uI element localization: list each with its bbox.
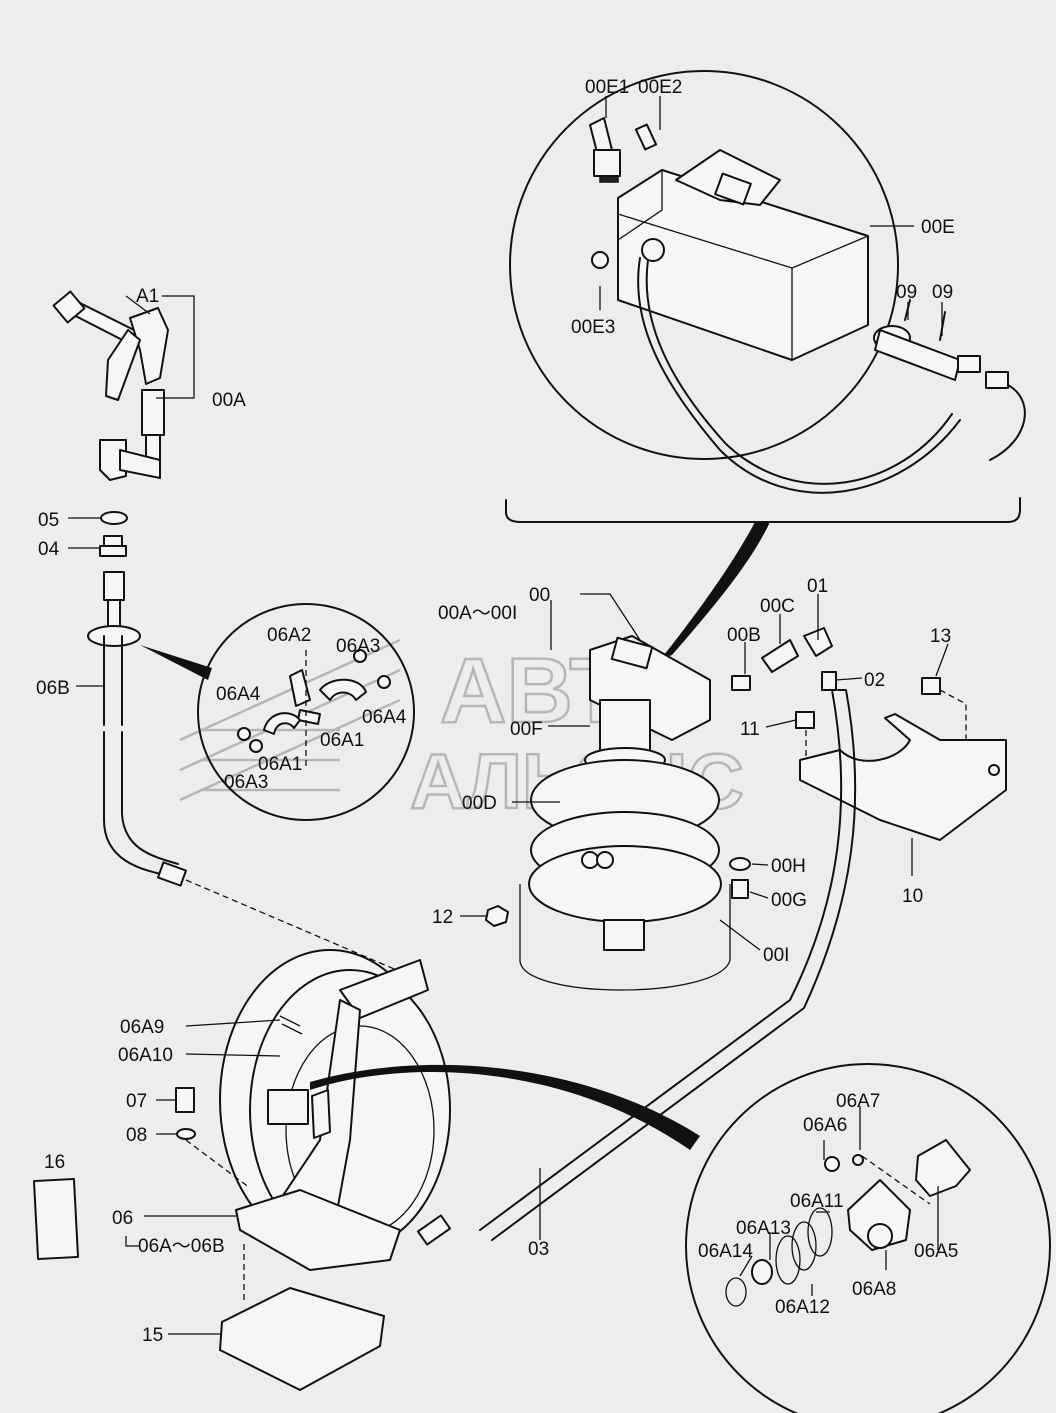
bolt-13-guide: [939, 689, 967, 752]
hose-03-upper: [479, 689, 843, 1231]
label-13: 13: [930, 626, 951, 647]
label-06A4-left: 06A4: [216, 684, 261, 705]
label-00: 00: [529, 585, 550, 606]
label-09-right: 09: [932, 282, 953, 303]
label-00D: 00D: [462, 793, 497, 814]
labels: 00E1 00E2 00E 00E3 09 09 A1 00A 05 04 06…: [36, 77, 958, 1346]
detail-circle-swivel: [310, 1063, 1051, 1413]
label-06A3-top: 06A3: [336, 636, 380, 657]
fitting-02: [821, 671, 837, 691]
sticker-16: [32, 1178, 80, 1260]
label-00I: 00I: [763, 945, 789, 966]
label-11: 11: [740, 719, 760, 740]
callout-pointer: [660, 522, 770, 660]
label-06A12: 06A12: [775, 1297, 830, 1318]
bolt-11: [795, 711, 815, 729]
bolt-13: [921, 677, 941, 695]
label-02: 02: [864, 670, 885, 691]
label-06A13: 06A13: [736, 1218, 791, 1239]
label-00E3: 00E3: [571, 317, 615, 338]
elbow-00C: [761, 639, 799, 673]
label-00C: 00C: [760, 596, 795, 617]
washer-08: [176, 1128, 196, 1140]
bolt-00G: [731, 879, 749, 899]
label-06A7: 06A7: [836, 1091, 880, 1112]
label-01: 01: [807, 576, 828, 597]
label-03: 03: [528, 1239, 549, 1260]
label-12: 12: [432, 907, 453, 928]
label-06A6: 06A6: [803, 1115, 847, 1136]
plate-15: [219, 1287, 385, 1391]
washer-guide: [185, 1139, 251, 1189]
label-00E1: 00E1: [585, 77, 629, 98]
hose-reel-06: [219, 949, 451, 1271]
label-06B: 06B: [36, 678, 70, 699]
label-00A: 00A: [212, 390, 246, 411]
label-06: 06: [112, 1208, 133, 1229]
hose-03-lower: [491, 689, 857, 1241]
label-06A4-right: 06A4: [362, 707, 407, 728]
nut-12: [485, 905, 509, 927]
nozzle-gun-assembly: [52, 290, 169, 481]
fitting-04: [99, 535, 127, 557]
detail-circle-clamp: [140, 603, 415, 821]
bolt-07: [175, 1087, 195, 1113]
hose-06B: [87, 571, 188, 887]
bracket-10: [799, 713, 1007, 841]
label-06A-06B: 06A～06B: [138, 1236, 225, 1257]
washer-00H: [729, 857, 751, 871]
hose-guide-line: [185, 879, 421, 981]
detail-circle-battery-box: [509, 70, 1026, 494]
label-00E2: 00E2: [638, 77, 682, 98]
label-06A1-right: 06A1: [320, 730, 364, 751]
label-06A14: 06A14: [698, 1241, 753, 1262]
label-08: 08: [126, 1125, 147, 1146]
label-06A10: 06A10: [118, 1045, 173, 1066]
label-05: 05: [38, 510, 59, 531]
elbow-01: [803, 627, 833, 657]
label-06A2: 06A2: [267, 625, 311, 646]
label-06A1-bottom: 06A1: [258, 754, 302, 775]
label-15: 15: [142, 1325, 163, 1346]
detail-bracket: [505, 497, 1021, 523]
label-06A5: 06A5: [914, 1241, 958, 1262]
label-A1: A1: [136, 286, 159, 307]
washer-05: [100, 511, 128, 525]
leader-lines: [68, 96, 949, 1335]
label-00B: 00B: [727, 625, 761, 646]
label-06A3-bottom: 06A3: [224, 772, 268, 793]
label-06A9: 06A9: [120, 1017, 164, 1038]
label-09-left: 09: [896, 282, 917, 303]
label-10: 10: [902, 886, 923, 907]
label-04: 04: [38, 539, 60, 560]
label-00E: 00E: [921, 217, 955, 238]
label-00A-00I: 00A～00I: [438, 603, 517, 624]
label-00G: 00G: [771, 890, 807, 911]
label-06A11: 06A11: [790, 1191, 844, 1212]
label-00H: 00H: [771, 856, 806, 877]
label-07: 07: [126, 1091, 147, 1112]
pump-unit-00: [519, 635, 731, 991]
hose-03-end: [416, 1214, 452, 1246]
label-06A8: 06A8: [852, 1279, 896, 1300]
label-16: 16: [44, 1152, 65, 1173]
fitting-00B: [731, 675, 751, 691]
label-00F: 00F: [510, 719, 543, 740]
